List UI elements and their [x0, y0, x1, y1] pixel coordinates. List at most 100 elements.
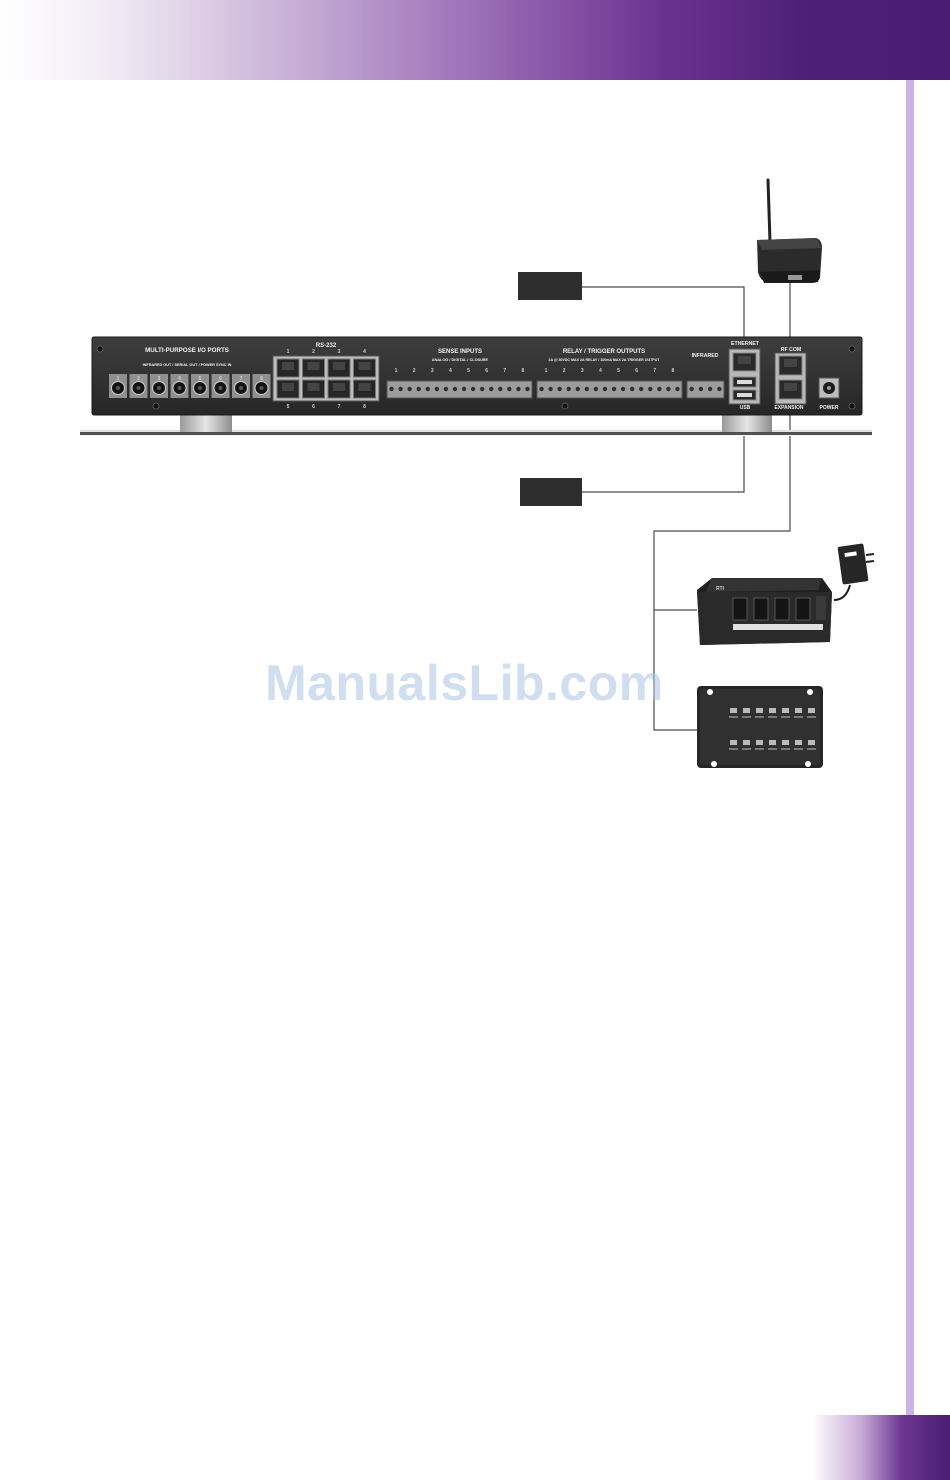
terminal-number: 6: [485, 368, 488, 374]
terminal-screw: [593, 386, 599, 392]
module-port: [730, 740, 737, 745]
rfcom-label: RF COM: [781, 347, 801, 353]
terminal-screw: [516, 386, 521, 392]
terminal-number: 7: [503, 368, 506, 374]
rs232-port-number: 7: [338, 404, 341, 410]
io-port-number: 1: [117, 376, 120, 382]
terminal-screw: [498, 386, 503, 392]
terminal-number: 3: [431, 368, 434, 374]
terminal-screw: [602, 386, 608, 392]
right-foot: [722, 414, 772, 432]
power-adapter-icon: [833, 543, 875, 601]
module-port: [795, 708, 802, 713]
terminal-screw: [611, 386, 617, 392]
terminal-screw: [461, 386, 467, 392]
io-port-number: 7: [240, 376, 243, 382]
ethernet-line: [582, 286, 745, 347]
terminal-screw: [698, 386, 704, 392]
module-port: [795, 740, 802, 745]
terminal-screw: [629, 386, 635, 392]
terminal-screw: [489, 386, 494, 392]
module-port: [756, 740, 763, 745]
right-margin-bar: [906, 80, 914, 1415]
terminal-screw: [443, 386, 449, 392]
terminal-number: 4: [599, 368, 602, 374]
io-port-number: 6: [219, 376, 222, 382]
terminal-screw: [416, 386, 421, 392]
io-port-number: 3: [158, 376, 161, 382]
terminal-screw: [675, 386, 680, 392]
io-port-number: 4: [178, 376, 181, 382]
terminal-screw: [648, 386, 653, 392]
terminal-screw: [717, 386, 722, 392]
rs232-port-number: 6: [312, 404, 315, 410]
module-port: [730, 708, 737, 713]
usb-line: [582, 405, 745, 493]
terminal-screw: [639, 386, 644, 392]
terminal-screw: [452, 386, 458, 392]
terminal-screw: [566, 386, 571, 392]
infrared-terminals: [686, 380, 725, 399]
module-port: [743, 740, 750, 745]
rf-transceiver-icon: [757, 178, 822, 283]
terminal-number: 2: [413, 368, 416, 374]
ethernet-label: ETHERNET: [731, 341, 760, 347]
terminal-screw: [620, 386, 626, 392]
module-port: [769, 740, 776, 745]
module-port: [782, 740, 789, 745]
terminal-number: 7: [653, 368, 656, 374]
terminal-number: 4: [449, 368, 452, 374]
rs232-label: RS-232: [316, 343, 337, 349]
terminal-screw: [657, 386, 662, 392]
module-port: [743, 708, 750, 713]
footer-band: [812, 1415, 950, 1480]
terminal-number: 6: [635, 368, 638, 374]
power-jack: [818, 377, 840, 399]
terminal-screw: [548, 386, 553, 392]
infrared-label: INFRARED: [692, 353, 719, 359]
rfcom-expansion-ports: [774, 352, 807, 405]
rs232-port-number: 2: [312, 349, 315, 355]
terminal-screw: [407, 386, 412, 392]
terminal-number: 1: [545, 368, 548, 374]
terminal-screw: [525, 386, 530, 392]
panel-screws: [96, 345, 856, 410]
module-port: [756, 708, 763, 713]
io-port-number: 5: [199, 376, 202, 382]
terminal-screw: [470, 386, 476, 392]
terminal-screw: [479, 386, 485, 392]
terminal-number: 5: [467, 368, 470, 374]
header-band: [0, 0, 950, 80]
expansion-module-icon: [697, 686, 823, 768]
left-foot: [180, 414, 232, 432]
terminal-screw: [434, 386, 440, 392]
expansion-hub-icon: RTI: [697, 578, 832, 645]
relay-sub-label: 2A @ 30VDC MAX 2A RELAY / 100mA MAX 2A T…: [548, 358, 660, 362]
terminal-screw: [507, 386, 512, 392]
multipurpose-sub-label: INFRARED OUT / SERIAL OUT / POWER SYNC I…: [143, 363, 232, 367]
module-port: [769, 708, 776, 713]
usb-cable-label-box: [520, 478, 582, 506]
rs232-port-number: 4: [363, 349, 366, 355]
terminal-screw: [707, 386, 713, 392]
sense-sub-label: ANALOG / DIGITAL / CLOSURE: [432, 358, 489, 362]
sense-inputs-label: SENSE INPUTS: [438, 349, 482, 355]
terminal-number: 1: [395, 368, 398, 374]
ethernet-usb-ports: [728, 348, 761, 405]
terminal-number: 8: [522, 368, 525, 374]
connection-lines: [582, 283, 791, 731]
terminal-number: 2: [563, 368, 566, 374]
module-port: [782, 708, 789, 713]
ethernet-cable-label-box: [518, 272, 582, 300]
expansion-line: [653, 400, 791, 731]
terminal-screw: [689, 386, 694, 392]
module-port: [808, 708, 815, 713]
rs232-port-number: 8: [363, 404, 366, 410]
watermark: ManualsLib.com: [265, 655, 664, 711]
io-port-number: 2: [137, 376, 140, 382]
terminal-screw: [389, 386, 394, 392]
